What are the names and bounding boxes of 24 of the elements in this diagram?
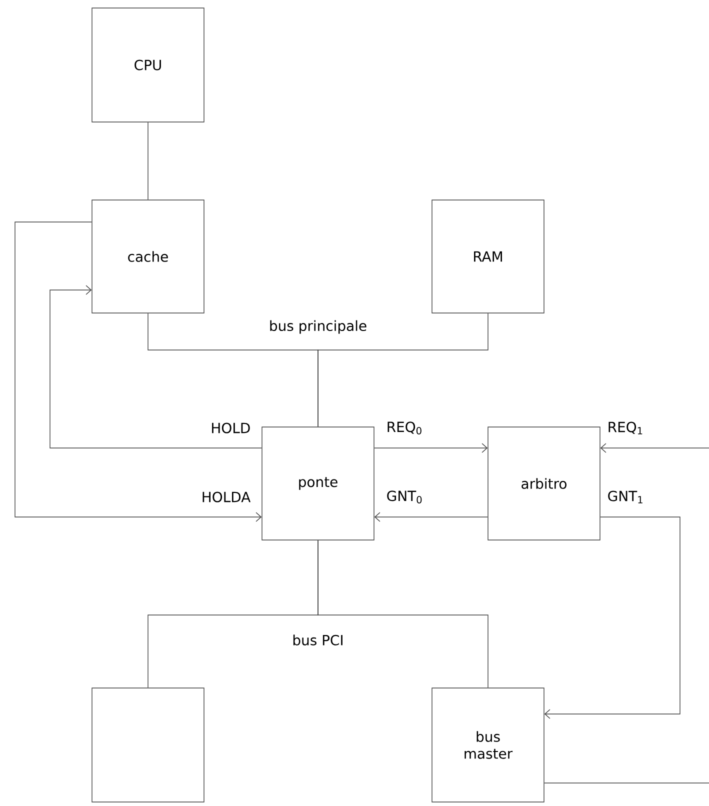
bus-label: bus PCI — [291, 634, 345, 646]
connector — [374, 512, 488, 522]
connector — [544, 782, 709, 784]
edge-label: REQ$_{0}$ — [385, 420, 424, 436]
connector — [544, 516, 680, 719]
edge-label: REQ$_{1}$ — [606, 420, 645, 436]
process-box: cache — [92, 200, 204, 314]
process-box: RAM — [432, 200, 544, 314]
connector — [600, 443, 709, 453]
process-box: arbitro — [488, 426, 600, 540]
connector — [318, 540, 488, 688]
edge-label: HOLD — [210, 422, 252, 434]
empty-box — [92, 688, 204, 802]
connector — [50, 285, 262, 448]
connector — [318, 313, 488, 427]
process-box: CPU — [92, 8, 204, 122]
edge-label: GNT$_{0}$ — [385, 490, 424, 504]
connector — [14, 222, 262, 522]
edge-label: HOLDA — [200, 490, 252, 504]
process-box: bus master — [432, 688, 544, 802]
edge-label: GNT$_{1}$ — [606, 490, 645, 504]
bus-label: bus principale — [268, 319, 368, 335]
process-box: ponte — [262, 426, 374, 540]
connector — [374, 443, 488, 453]
